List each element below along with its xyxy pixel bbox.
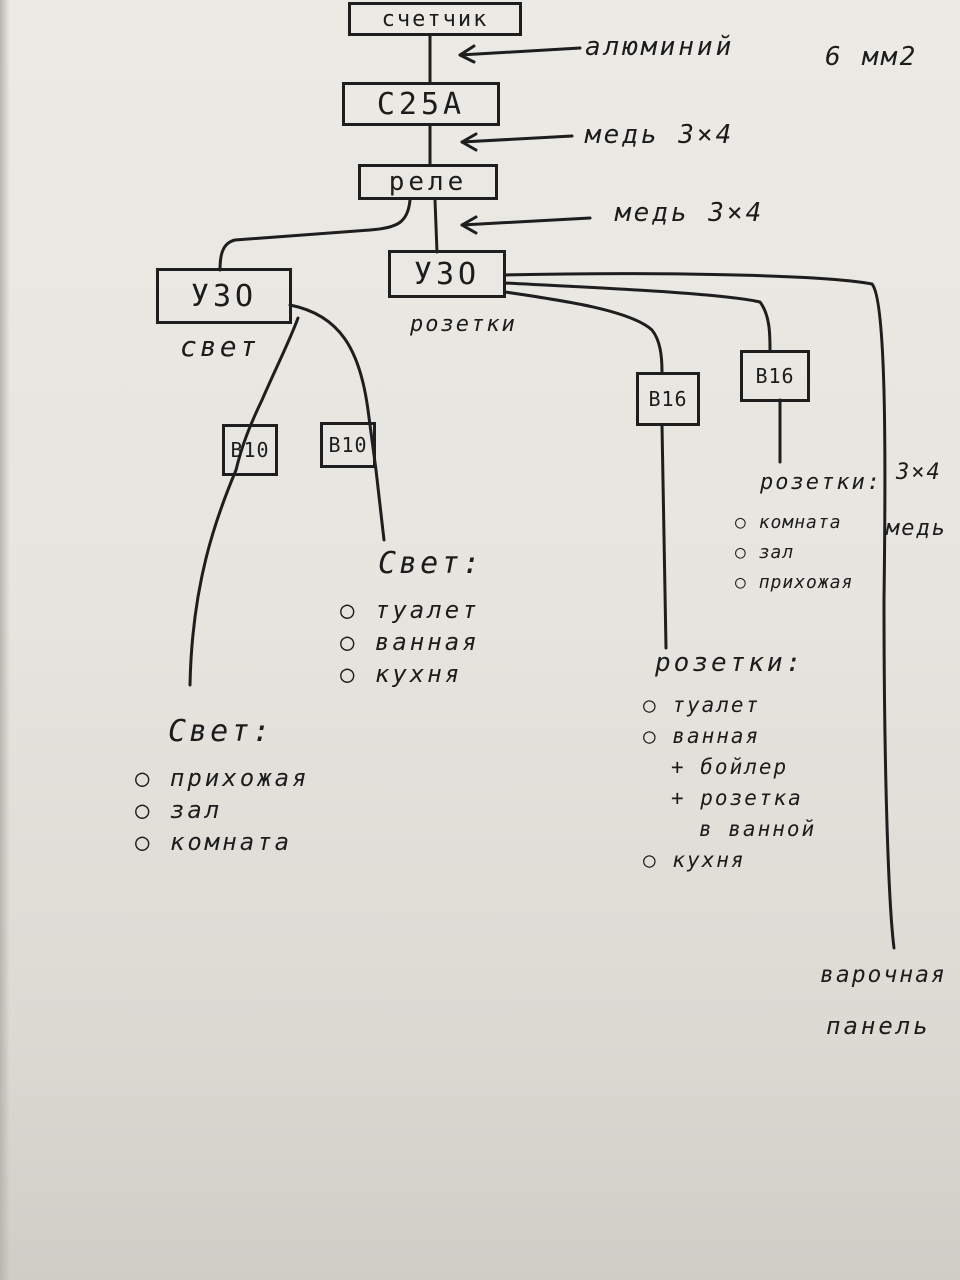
wire-1-size-label: 6 мм2: [825, 42, 919, 72]
wire-1-label: алюминий: [585, 32, 735, 62]
light-group-1-title: Свет:: [168, 714, 274, 749]
list-item: ○ кухня: [340, 660, 463, 688]
breaker-b10-a-label: B10: [230, 438, 270, 462]
breaker-b10-b-label: B10: [328, 433, 368, 457]
list-item: + розетка: [671, 786, 803, 810]
list-item: ○ комната: [735, 512, 842, 533]
wire-b16a-sockets1: [660, 423, 668, 650]
list-item: ○ зал: [135, 796, 223, 824]
wire-rcd-light-b10a: [188, 316, 300, 687]
wire-rcd-sockets-b16a: [503, 290, 664, 374]
rcd-light-label: УЗО: [190, 278, 258, 314]
sockets-group-2-title: розетки:: [760, 470, 882, 495]
light-group-2-title: Свет:: [378, 546, 484, 581]
list-item: ○ туалет: [340, 596, 480, 624]
list-item: ○ прихожая: [735, 572, 854, 593]
list-item: ○ комната: [135, 828, 293, 856]
sockets-group-1-title: розетки:: [655, 648, 805, 678]
rcd-sockets-box: УЗО: [388, 250, 506, 298]
list-item: ○ ванная: [643, 724, 761, 748]
light-group-1-list: ○ прихожая ○ зал ○ комната: [135, 762, 310, 858]
light-group-2-list: ○ туалет ○ ванная ○ кухня: [340, 594, 480, 690]
list-item: в ванной: [699, 817, 817, 841]
list-item: ○ кухня: [643, 848, 746, 872]
cooktop-wire-size: 3×4: [896, 460, 942, 485]
arrow-head-1: [458, 44, 476, 64]
meter-box: счетчик: [348, 2, 522, 36]
wire-relay-rcd-light: [218, 198, 412, 272]
arrow-head-3: [460, 215, 478, 235]
wire-3-label: медь 3×4: [615, 198, 765, 228]
arrow-wire-1: [458, 46, 582, 57]
list-item: ○ ванная: [340, 628, 480, 656]
breaker-b10-b: B10: [320, 422, 376, 468]
wire-2-label: медь 3×4: [585, 120, 735, 150]
breaker-b16-a-label: B16: [648, 387, 688, 411]
sockets-group-1-list: ○ туалет ○ ванная + бойлер + розетка в в…: [643, 690, 816, 876]
rcd-sockets-label: УЗО: [413, 256, 481, 292]
relay-box: реле: [358, 164, 498, 200]
sockets-group-2-list: ○ комната ○ зал ○ прихожая: [735, 508, 853, 598]
breaker-b16-a: B16: [636, 372, 700, 426]
rcd-light-box: УЗО: [156, 268, 292, 324]
cooktop-label-line2: панель: [826, 1012, 931, 1040]
breaker-b10-a: B10: [222, 424, 278, 476]
wire-rcd-light-b10b: [288, 303, 386, 542]
main-breaker-label: C25A: [376, 86, 466, 122]
cooktop-label-line1: варочная: [820, 962, 947, 988]
rcd-sockets-caption: розетки: [410, 312, 517, 337]
breaker-b16-b-label: B16: [755, 364, 795, 388]
paper-edge-shadow: [0, 0, 10, 1280]
meter-label: счетчик: [381, 6, 489, 32]
relay-label: реле: [388, 167, 468, 197]
arrow-head-2: [460, 132, 478, 152]
cooktop-wire-material: медь: [886, 516, 947, 541]
arrow-wire-3: [460, 216, 592, 227]
wire-rcd-sockets-b16b: [503, 281, 772, 352]
arrow-wire-2: [460, 134, 574, 144]
breaker-b16-b: B16: [740, 350, 810, 402]
wire-rcd-cooktop: [503, 272, 896, 950]
list-item: + бойлер: [671, 755, 789, 779]
wire-relay-rcd-sockets: [433, 198, 439, 254]
list-item: ○ прихожая: [135, 764, 310, 792]
rcd-light-caption: свет: [180, 330, 260, 363]
list-item: ○ зал: [735, 542, 795, 563]
main-breaker-box: C25A: [342, 82, 500, 126]
list-item: ○ туалет: [643, 693, 761, 717]
